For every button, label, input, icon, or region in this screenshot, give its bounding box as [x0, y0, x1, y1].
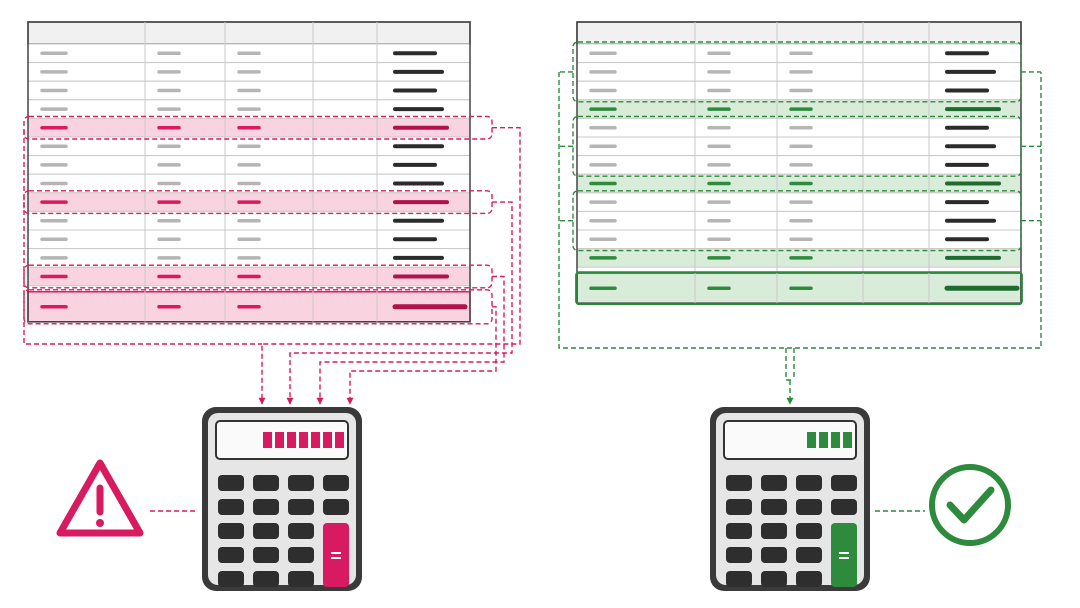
selection-outline-detail-group: [572, 41, 1022, 103]
calculator-key: [726, 571, 752, 587]
check-mark: [946, 486, 995, 524]
display-digit: [807, 432, 816, 448]
selection-outline-subtotal: [23, 115, 493, 140]
calculator-key: [288, 547, 314, 563]
calculator-key: [288, 523, 314, 539]
selection-outline-subtotal: [23, 190, 493, 215]
calculator-correct: [710, 407, 870, 591]
calculator-key: [761, 547, 787, 563]
connector-arrow: [346, 306, 497, 405]
table-border: [576, 21, 1022, 304]
connector-arrow: [258, 127, 521, 405]
calculator-key: [218, 475, 244, 491]
calculator-key: [831, 475, 857, 491]
calculator-key: [761, 571, 787, 587]
table-border: [27, 21, 471, 323]
display-digit: [299, 432, 308, 448]
display-digit: [287, 432, 296, 448]
selection-outline-subtotal: [23, 264, 493, 289]
spreadsheet-correct: [576, 21, 1022, 304]
bracket-line: [23, 130, 262, 345]
calculator-key: [253, 499, 279, 515]
total-row-outline: [575, 271, 1023, 306]
calculator-key: [796, 475, 822, 491]
calculator-key: [253, 475, 279, 491]
calculator-key: [796, 571, 822, 587]
calculator-key: [726, 547, 752, 563]
calculator-key: [323, 475, 349, 491]
calculator-key: [761, 499, 787, 515]
equals-key: [323, 523, 349, 587]
calculator-key: [761, 523, 787, 539]
connector-arrow: [316, 275, 505, 405]
check-circle: [929, 464, 1011, 546]
display-digit: [311, 432, 320, 448]
display-digit: [831, 432, 840, 448]
calculator-display: [723, 420, 857, 460]
equals-key: [831, 523, 857, 587]
display-digit: [819, 432, 828, 448]
display-digit: [335, 432, 344, 448]
calculator-key: [831, 499, 857, 515]
calculator-key: [218, 499, 244, 515]
table-header-row: [27, 21, 471, 45]
calculator-key: [288, 571, 314, 587]
calculator-key: [288, 499, 314, 515]
display-digit: [843, 432, 852, 448]
selection-outline-detail-group: [572, 115, 1022, 177]
calculator-incorrect: [202, 407, 362, 591]
warning-icon: [56, 459, 144, 537]
calculator-key: [726, 523, 752, 539]
selection-outline-detail-group: [572, 190, 1022, 252]
calculator-key: [253, 571, 279, 587]
check-circle-icon: [929, 464, 1011, 546]
calculator-key: [253, 547, 279, 563]
calculator-key: [323, 499, 349, 515]
calculator-key: [218, 547, 244, 563]
calculator-key: [218, 523, 244, 539]
calculator-key: [253, 523, 279, 539]
display-digit: [323, 432, 332, 448]
calculator-key: [726, 499, 752, 515]
display-digit: [275, 432, 284, 448]
table-header-row: [576, 21, 1022, 45]
calculator-key: [761, 475, 787, 491]
calculator-key: [288, 475, 314, 491]
warning-dot: [96, 519, 104, 527]
connector-arrow: [786, 348, 794, 404]
warning-triangle: [56, 459, 144, 537]
connector-arrow: [286, 201, 513, 405]
display-digit: [263, 432, 272, 448]
calculator-key: [218, 571, 244, 587]
bracket-line: [558, 72, 1042, 349]
calculator-key: [796, 547, 822, 563]
calculator-key: [796, 523, 822, 539]
calculator-key: [796, 499, 822, 515]
calculator-key: [726, 475, 752, 491]
selection-outline-total: [23, 289, 493, 325]
spreadsheet-incorrect: [27, 21, 471, 323]
